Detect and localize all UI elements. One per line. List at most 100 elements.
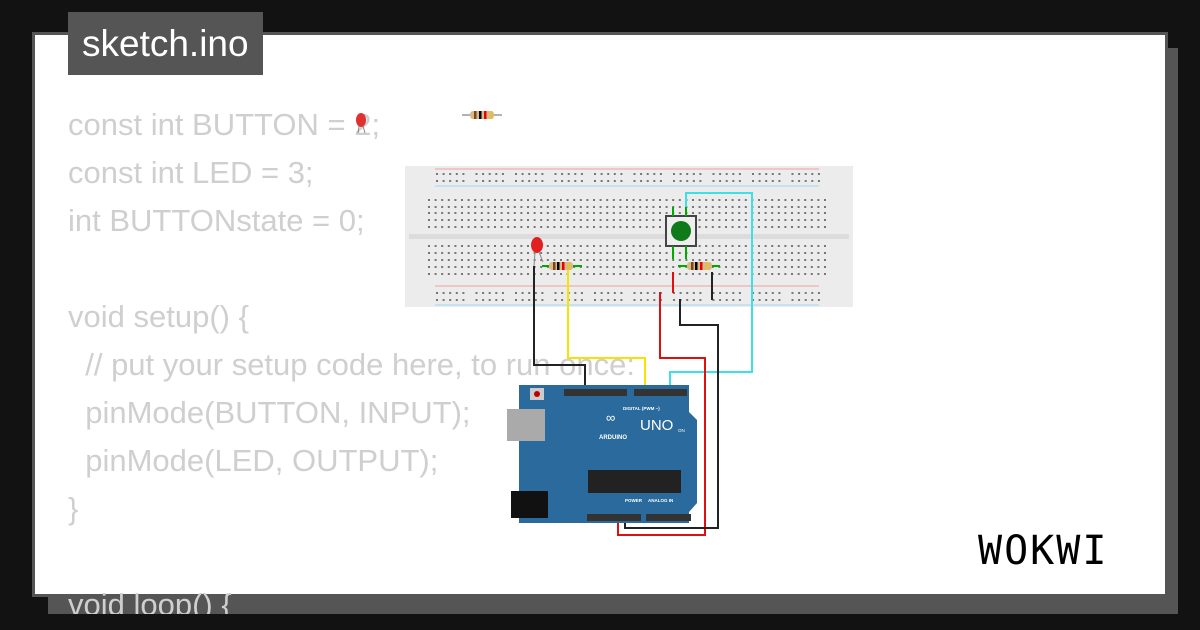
breadboard-hole — [731, 219, 734, 221]
breadboard-hole — [764, 245, 767, 247]
breadboard-hole — [645, 273, 648, 275]
led[interactable] — [531, 237, 544, 267]
breadboard-hole — [541, 292, 544, 294]
breadboard-hole — [758, 259, 760, 261]
breadboard-hole — [744, 226, 747, 228]
breadboard-hole — [633, 299, 636, 301]
breadboard-hole — [810, 212, 813, 214]
breadboard-hole — [494, 219, 496, 221]
breadboard-hole — [817, 226, 820, 228]
breadboard-hole — [487, 226, 490, 228]
breadboard-hole — [804, 299, 807, 301]
breadboard-hole — [725, 273, 727, 275]
breadboard-hole — [659, 206, 661, 208]
breadboard-hole — [515, 173, 517, 175]
breadboard-hole — [566, 245, 569, 247]
breadboard-hole — [784, 199, 787, 201]
breadboard-hole — [579, 273, 582, 275]
breadboard-hole — [507, 219, 510, 221]
resistor-led[interactable] — [542, 262, 582, 270]
breadboard-hole — [791, 212, 793, 214]
breadboard[interactable] — [405, 166, 853, 307]
loose-resistor[interactable] — [462, 111, 502, 119]
breadboard-hole — [678, 206, 681, 208]
breadboard-hole — [798, 173, 801, 175]
breadboard-hole — [744, 259, 747, 261]
breadboard-hole — [527, 226, 529, 228]
breadboard-hole — [673, 180, 675, 182]
breadboard-hole — [454, 206, 457, 208]
breadboard-hole — [428, 199, 430, 201]
breadboard-hole — [705, 199, 708, 201]
breadboard-hole — [791, 199, 793, 201]
breadboard-hole — [791, 252, 793, 254]
breadboard-hole — [573, 273, 576, 275]
breadboard-hole — [771, 173, 774, 175]
breadboard-hole — [659, 226, 661, 228]
breadboard-hole — [817, 292, 820, 294]
breadboard-hole — [507, 259, 510, 261]
breadboard-hole — [824, 199, 826, 201]
breadboard-hole — [771, 206, 774, 208]
breadboard-hole — [738, 273, 741, 275]
breadboard-hole — [652, 219, 655, 221]
breadboard-hole — [645, 259, 648, 261]
breadboard-hole — [500, 219, 503, 221]
resistor-button[interactable] — [678, 262, 720, 270]
breadboard-hole — [758, 299, 761, 301]
arduino-uno[interactable]: ∞ UNO ARDUINO DIGITAL (PWM ~) POWER ANAL… — [507, 385, 697, 523]
breadboard-hole — [817, 299, 820, 301]
breadboard-hole — [566, 252, 569, 254]
breadboard-hole — [718, 273, 721, 275]
breadboard-hole — [488, 292, 491, 294]
breadboard-hole — [546, 206, 549, 208]
breadboard-hole — [527, 212, 529, 214]
breadboard-hole — [441, 259, 444, 261]
loose-led[interactable] — [356, 113, 366, 134]
breadboard-hole — [797, 273, 800, 275]
breadboard-hole — [566, 212, 569, 214]
breadboard-hole — [765, 173, 768, 175]
breadboard-hole — [797, 245, 800, 247]
breadboard-hole — [692, 259, 694, 261]
breadboard-hole — [711, 245, 714, 247]
wire-black-gnd[interactable] — [624, 299, 719, 529]
breadboard-hole — [579, 252, 582, 254]
breadboard-hole — [474, 266, 477, 268]
breadboard-hole — [777, 252, 780, 254]
breadboard-hole — [738, 292, 741, 294]
breadboard-hole — [612, 259, 615, 261]
breadboard-hole — [659, 173, 662, 175]
breadboard-hole — [480, 199, 483, 201]
breadboard-hole — [495, 292, 498, 294]
breadboard-hole — [474, 273, 477, 275]
breadboard-hole — [758, 219, 760, 221]
pushbutton[interactable] — [665, 207, 697, 259]
breadboard-hole — [436, 173, 438, 175]
breadboard-hole — [540, 219, 543, 221]
breadboard-hole — [633, 173, 636, 175]
breadboard-hole — [455, 173, 458, 175]
breadboard-hole — [455, 292, 458, 294]
breadboard-hole — [817, 273, 820, 275]
breadboard-hole — [711, 252, 714, 254]
breadboard-hole — [528, 299, 531, 301]
breadboard-hole — [527, 266, 529, 268]
breadboard-hole — [811, 292, 814, 294]
breadboard-hole — [620, 180, 623, 182]
wire-black-led[interactable] — [533, 266, 586, 390]
breadboard-hole — [719, 180, 722, 182]
breadboard-hole — [593, 199, 595, 201]
breadboard-hole — [441, 206, 444, 208]
breadboard-hole — [447, 266, 450, 268]
code-line: void setup() { — [68, 299, 249, 334]
breadboard-hole — [495, 173, 498, 175]
wire-red-5v[interactable] — [617, 292, 706, 536]
breadboard-hole — [764, 219, 767, 221]
wire-cyan[interactable] — [669, 192, 753, 390]
breadboard-hole — [686, 180, 689, 182]
breadboard-hole — [810, 226, 813, 228]
wire-yellow[interactable] — [567, 268, 646, 390]
breadboard-hole — [791, 206, 793, 208]
breadboard-hole — [560, 273, 562, 275]
